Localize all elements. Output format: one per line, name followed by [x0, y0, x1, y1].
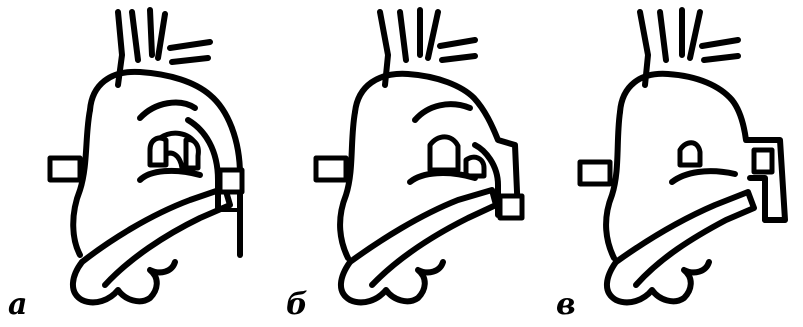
panel-label-a: a: [8, 290, 27, 320]
heart-diagram-v: [540, 0, 803, 327]
panel-label-v: в: [556, 290, 576, 320]
heart-panel-v: в: [540, 0, 803, 327]
panel-label-b: б: [286, 290, 308, 320]
heart-panel-a: a: [0, 0, 270, 327]
heart-diagram-a: [0, 0, 270, 327]
heart-diagram-b: [270, 0, 540, 327]
heart-panel-b: б: [270, 0, 540, 327]
